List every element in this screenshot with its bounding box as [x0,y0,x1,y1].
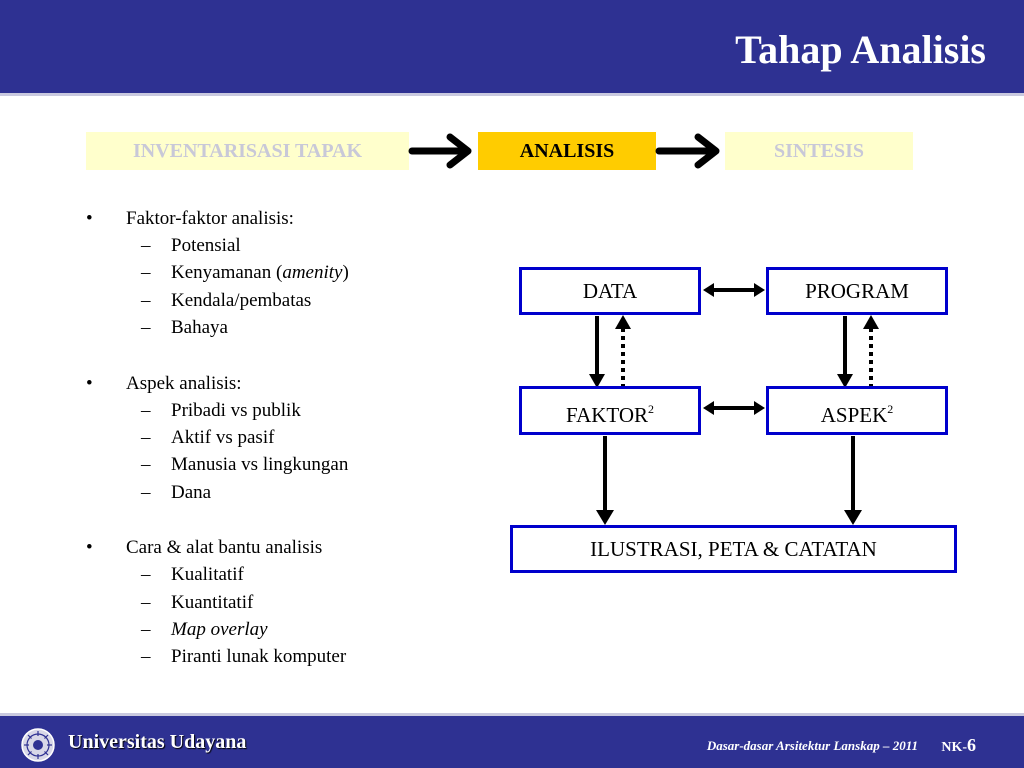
node-faktor: FAKTOR2 [519,386,701,435]
arrow-faktor-output [596,436,614,525]
list-item: –Dana [141,481,212,503]
stage-arrow-1 [408,133,472,169]
header-bar [0,0,1024,93]
bullet-group-aspek: • Aspek analisis: –Pribadi vs publik –Akt… [86,370,506,507]
stage-inventarisasi: INVENTARISASI TAPAK [86,132,409,170]
list-item-italic: Map overlay [171,618,268,640]
bullet-list: • Faktor-faktor analisis: –Potensial –Ken… [86,205,506,699]
bullet-group-cara: •Cara & alat bantu analisis –Kualitatif … [86,534,506,671]
list-item-text: Manusia vs lingkungan [171,454,349,476]
bullet-heading: • Faktor-faktor analisis: [86,205,506,232]
page-number: NK-6 [941,735,976,756]
stage-analisis: ANALISIS [478,132,656,170]
node-aspek-label: ASPEK [820,403,888,427]
bullet-dot: • [86,208,93,229]
bullet-heading-text: Aspek analisis: [126,372,242,394]
node-aspek-sup: 2 [887,402,894,416]
list-item: –Kualitatif [141,564,244,586]
node-program: PROGRAM [766,267,948,315]
bullet-heading: • Cara & alat bantu analisis [86,534,506,561]
list-item-text: Dana [171,481,212,503]
page-number-value: 6 [967,735,976,755]
list-item: –Piranti lunak komputer [141,646,347,668]
bullet-dot: • [86,537,93,559]
list-item: –Pribadi vs publik [141,399,301,421]
list-item-italic: amenity [282,262,343,284]
list-item: –Aktif vs pasif [141,426,275,448]
arrow-program-aspek [837,316,853,388]
bullet-group-faktor: • Faktor-faktor analisis: –Potensial –Ken… [86,205,506,342]
node-data: DATA [519,267,701,315]
arrow-faktor-data-dotted [615,315,631,388]
arrow-data-faktor [589,316,605,388]
list-item-text: Potensial [171,235,241,256]
list-item-text: Kenyamanan ( [171,262,283,284]
node-faktor-sup: 2 [648,402,655,416]
stage-arrow-2 [655,133,720,169]
list-item: –Map overlay [141,618,268,640]
footer-divider [0,713,1024,716]
node-output: ILUSTRASI, PETA & CATATAN [510,525,957,573]
header-divider [0,93,1024,96]
bullet-heading: • Aspek analisis: [86,370,506,397]
list-item: –Kenyamanan (amenity) [141,262,349,284]
page-prefix: NK- [941,740,967,755]
list-item-text: Aktif vs pasif [171,426,275,448]
list-item-text: Kuantitatif [171,591,254,613]
list-item: –Kuantitatif [141,591,254,613]
bullet-heading-text: Cara & alat bantu analisis [126,537,323,559]
bullet-heading-text: Faktor-faktor analisis: [126,208,294,229]
node-faktor-label: FAKTOR [565,403,649,427]
bullet-dot: • [86,372,93,394]
list-item: –Bahaya [141,317,228,339]
list-item-text: Kendala/pembatas [171,289,312,311]
list-item-text: Bahaya [171,317,228,339]
stage-sintesis: SINTESIS [725,132,913,170]
arrow-aspek-program-dotted [863,315,879,388]
slide-title: Tahap Analisis [735,27,986,72]
footer-bar [0,716,1024,768]
list-item-text: Piranti lunak komputer [171,646,347,668]
list-item: –Potensial [141,235,241,256]
arrow-data-program [703,283,765,297]
list-item-text: ) [342,262,349,284]
list-item-text: Kualitatif [171,564,244,586]
arrow-aspek-output [844,436,862,525]
list-item: –Kendala/pembatas [141,289,312,311]
course-name: Dasar-dasar Arsitektur Lanskap – 2011 [706,738,918,753]
list-item-text: Pribadi vs publik [171,399,301,421]
arrow-faktor-aspek [703,401,765,415]
university-name: Universitas Udayana [68,731,247,753]
node-aspek: ASPEK2 [766,386,948,435]
university-logo-icon [21,728,55,762]
list-item: –Manusia vs lingkungan [141,454,349,476]
